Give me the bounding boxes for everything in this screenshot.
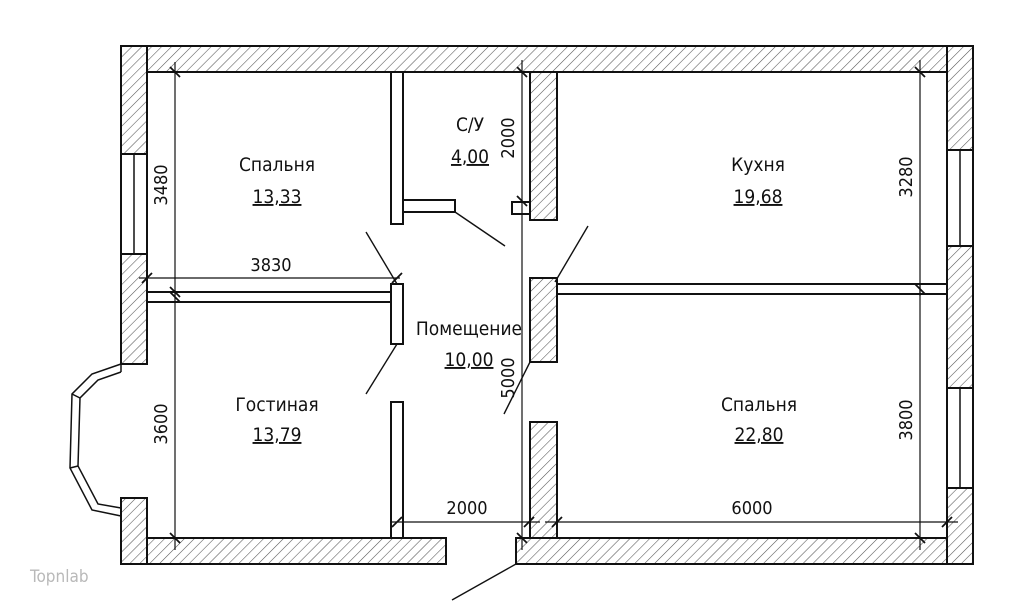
wall-bath-right [529, 71, 558, 221]
dim-bedroom-right-height: 3800 [896, 399, 917, 440]
room-area-living: 13,79 [253, 424, 302, 446]
room-name-bedroom-right: Спальня [721, 394, 797, 416]
wall-bath-right-stub [511, 201, 531, 215]
interior-walls [146, 71, 948, 539]
wall-bottom-left [120, 537, 447, 565]
wall-right-bottom [946, 487, 974, 565]
wall-right-mid [946, 245, 974, 389]
door-bath [454, 211, 506, 247]
wall-corridor-right-mid [529, 277, 558, 363]
door-bedroom-left [365, 231, 398, 285]
room-area-bathroom: 4,00 [451, 146, 489, 168]
dim-living-height: 3600 [151, 403, 172, 444]
wall-bath-stub [402, 199, 456, 213]
room-area-bedroom-left: 13,33 [253, 186, 302, 208]
dim-bedroom-left-width: 3830 [250, 255, 291, 276]
wall-living-right [390, 401, 404, 539]
room-name-corridor: Помещение [416, 318, 522, 340]
dimension-labels: 3480 3830 2000 3280 3600 5000 2000 6000 … [151, 117, 917, 519]
room-labels: Спальня 13,33 С/У 4,00 Кухня 19,68 Помещ… [235, 114, 797, 446]
wall-left-mid [120, 253, 148, 365]
dim-bedroom-left-height: 3480 [151, 164, 172, 205]
watermark: Topnlab [29, 567, 89, 587]
wall-left-top [120, 45, 148, 155]
wall-right-divider [556, 283, 948, 295]
wall-left-divider [146, 291, 402, 303]
dim-kitchen-height: 3280 [896, 156, 917, 197]
doors [365, 211, 589, 601]
wall-left-bottom [120, 497, 148, 565]
wall-bath-left [390, 71, 404, 225]
dim-bathroom-height: 2000 [498, 117, 519, 158]
dim-corridor-height: 5000 [498, 357, 519, 398]
wall-bottom-right [515, 537, 974, 565]
room-area-kitchen: 19,68 [734, 186, 783, 208]
bay-window [69, 363, 122, 517]
door-bedroom-right [503, 361, 531, 415]
door-entrance [451, 563, 517, 601]
room-area-corridor: 10,00 [445, 349, 494, 371]
wall-right-top [946, 45, 974, 151]
wall-left-divider-pier [390, 283, 404, 345]
dim-bedroom-right-width: 6000 [731, 498, 772, 519]
room-name-living: Гостиная [235, 394, 318, 416]
wall-top [120, 45, 974, 73]
outer-walls [120, 45, 974, 565]
dim-bottom-middle-width: 2000 [446, 498, 487, 519]
room-name-bedroom-left: Спальня [239, 154, 315, 176]
room-name-bathroom: С/У [456, 114, 485, 136]
room-name-kitchen: Кухня [731, 154, 785, 176]
dimension-lines [139, 60, 958, 550]
room-area-bedroom-right: 22,80 [735, 424, 784, 446]
door-living [365, 343, 398, 395]
windows [69, 149, 974, 517]
wall-corridor-right-low [529, 421, 558, 539]
door-kitchen [554, 225, 589, 283]
